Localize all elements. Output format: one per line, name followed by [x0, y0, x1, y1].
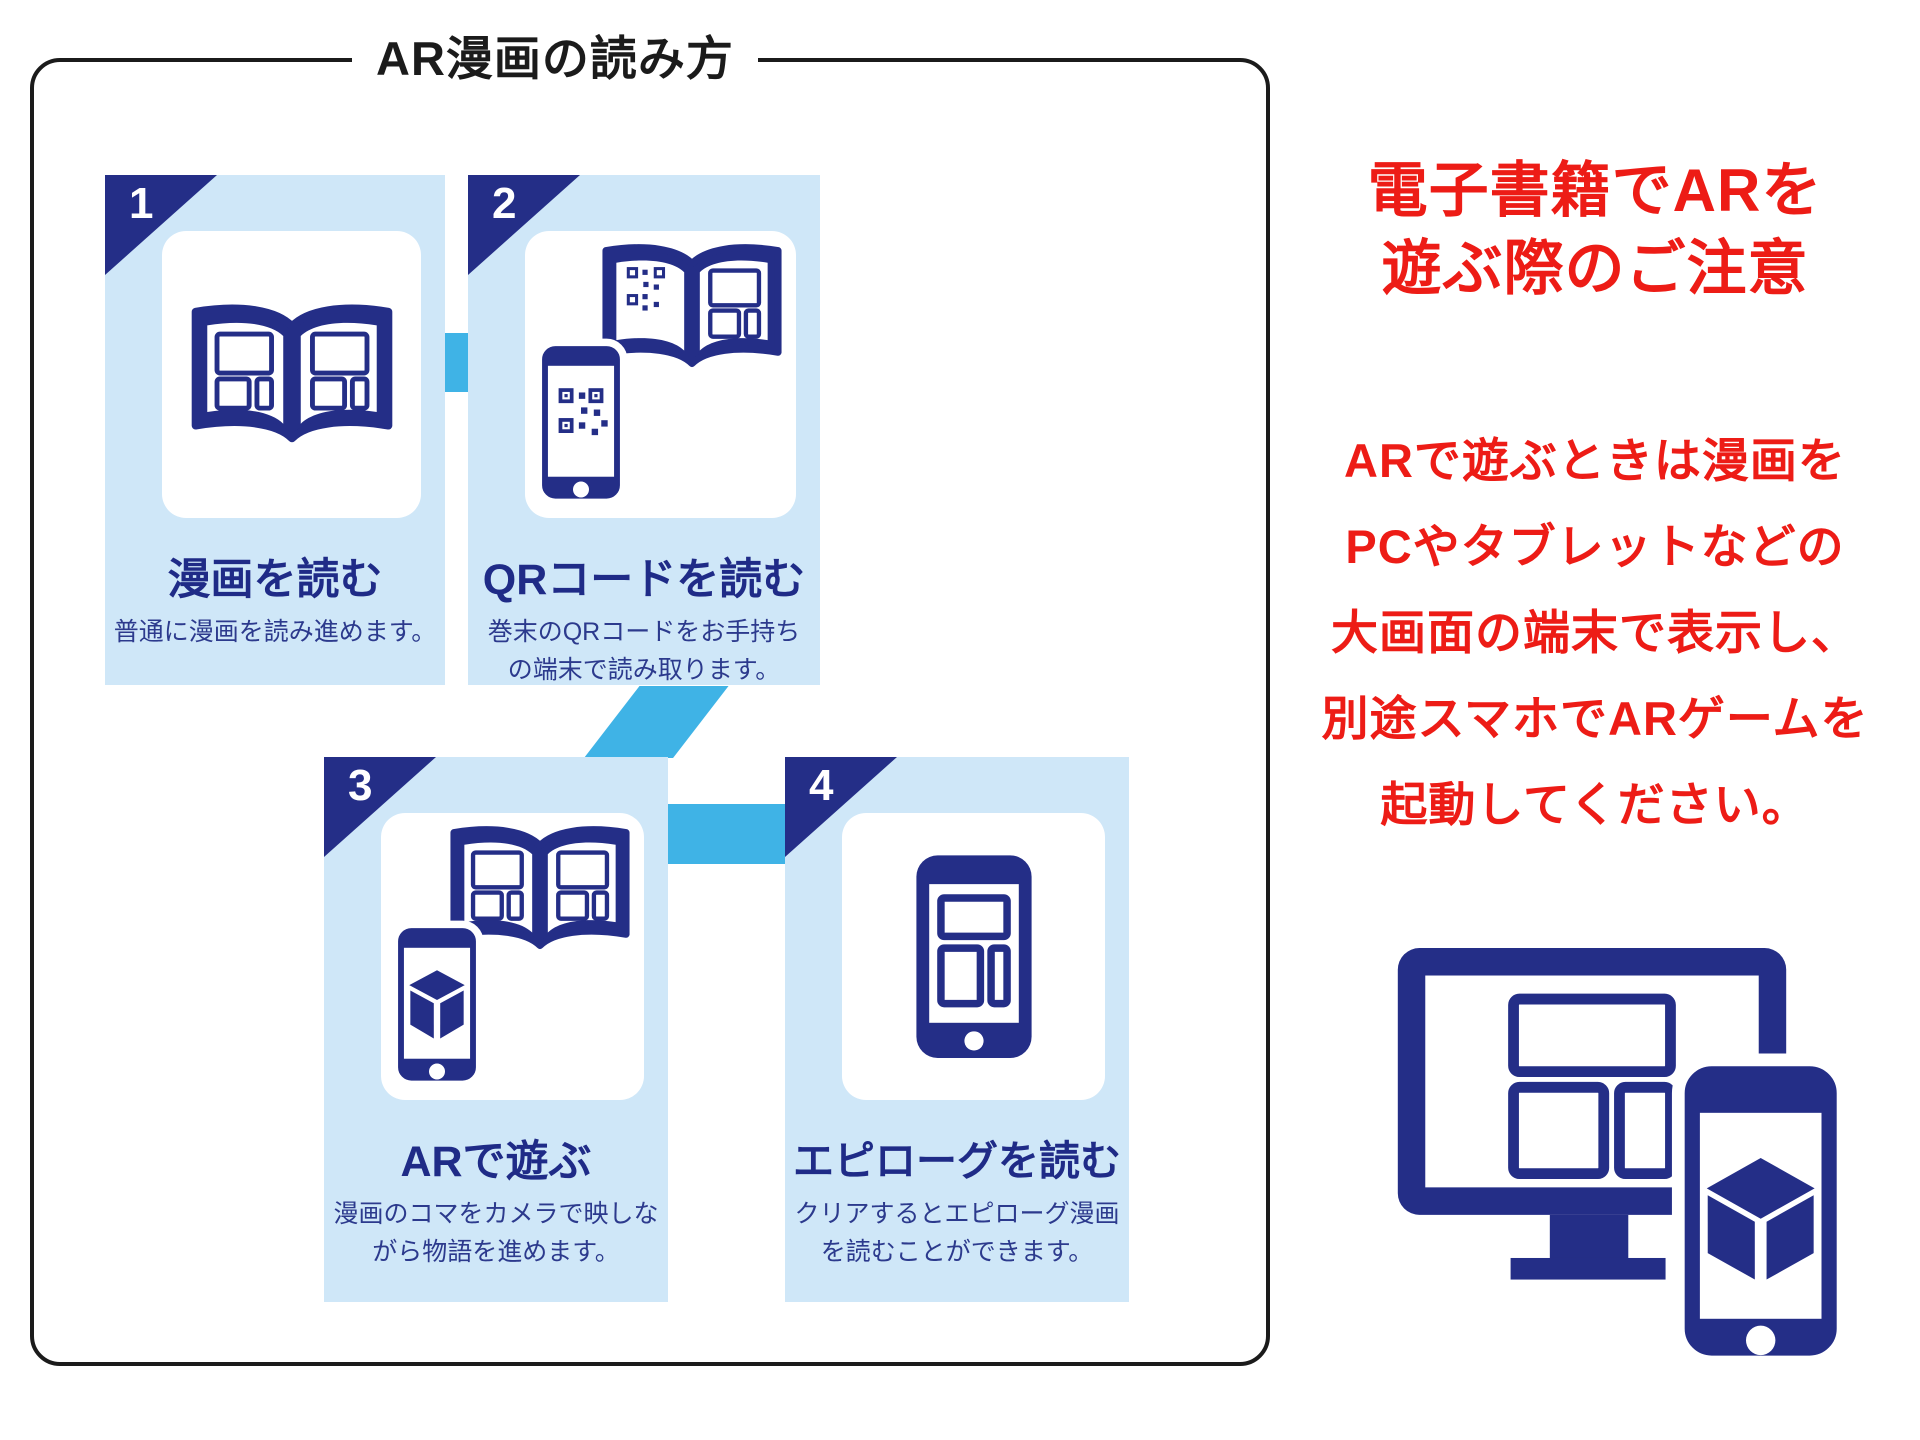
step2-number: 2	[492, 179, 517, 228]
smartphone-cube-icon	[1671, 1053, 1850, 1369]
step-card-1: 1 漫画を読む 普通	[105, 175, 445, 685]
flow-panel-title: AR漫画の読み方	[352, 30, 758, 88]
step3-title: ARで遊ぶ	[400, 1138, 592, 1186]
step1-description-line1: 普通に漫画を読み進めます。	[113, 618, 437, 646]
step4-description: クリアするとエピローグ漫画 を読むことができます。	[785, 1195, 1129, 1271]
step1-number: 1	[129, 179, 154, 228]
notice-body-line3: 大画面の端末で表示し、	[1331, 606, 1859, 659]
notice-body-line1: ARで遊ぶときは漫画を	[1344, 434, 1846, 487]
step4-description-line2: を読むことができます。	[820, 1238, 1094, 1266]
open-book-icon	[191, 305, 392, 443]
notice-heading: 電子書籍でARを 遊ぶ際のご注意	[1280, 152, 1910, 308]
notice-body-line2: PCやタブレットなどの	[1345, 520, 1845, 573]
step4-description-line1: クリアするとエピローグ漫画	[794, 1200, 1120, 1228]
step2-description-line2: の端末で読み取ります。	[507, 656, 781, 684]
book-and-phone-cube-icon	[381, 813, 644, 1100]
step-card-4: 4 エピローグを読む クリアするとエピローグ漫画 を読むことができます。	[785, 757, 1129, 1302]
step2-title: QRコードを読む	[482, 556, 806, 604]
step4-icon-box	[842, 813, 1105, 1100]
open-book-qr-icon	[602, 244, 782, 368]
step-card-2: 2	[468, 175, 820, 685]
step2-icon-box	[525, 231, 796, 518]
step4-icon-wrap	[842, 813, 1105, 1100]
step-card-3: 3	[324, 757, 668, 1302]
connector-step3-step4	[668, 804, 785, 864]
monitor-and-smartphone-ar-icon	[1397, 948, 1850, 1369]
smartphone-qr-icon	[534, 338, 628, 507]
step3-icon-box	[381, 813, 644, 1100]
step2-description-line1: 巻末のQRコードをお手持ち	[487, 618, 801, 646]
notice-body: ARで遊ぶときは漫画を PCやタブレットなどの 大画面の端末で表示し、 別途スマ…	[1280, 418, 1910, 848]
smartphone-cube-icon	[390, 920, 484, 1089]
step1-title: 漫画を読む	[167, 556, 383, 604]
notice-body-line4: 別途スマホでARゲームを	[1321, 692, 1869, 745]
notice-heading-line2: 遊ぶ際のご注意	[1381, 235, 1809, 302]
step3-description-line2: がら物語を進めます。	[372, 1238, 620, 1266]
step3-description: 漫画のコマをカメラで映しな がら物語を進めます。	[324, 1195, 668, 1271]
phone-comic-panels-icon	[915, 855, 1032, 1058]
step1-icon-wrap	[162, 231, 421, 518]
notice-body-line5: 起動してください。	[1380, 778, 1810, 831]
book-and-phone-qr-icon	[525, 231, 796, 518]
open-book-icon	[450, 826, 630, 950]
notice-heading-line1: 電子書籍でARを	[1367, 157, 1823, 224]
step1-icon-box	[162, 231, 421, 518]
step2-description: 巻末のQRコードをお手持ち の端末で読み取ります。	[468, 613, 820, 689]
step4-number: 4	[809, 761, 834, 810]
step3-description-line1: 漫画のコマをカメラで映しな	[333, 1200, 659, 1228]
step1-description: 普通に漫画を読み進めます。	[105, 613, 445, 651]
step4-title: エピローグを読む	[793, 1138, 1121, 1184]
step3-number: 3	[348, 761, 373, 810]
